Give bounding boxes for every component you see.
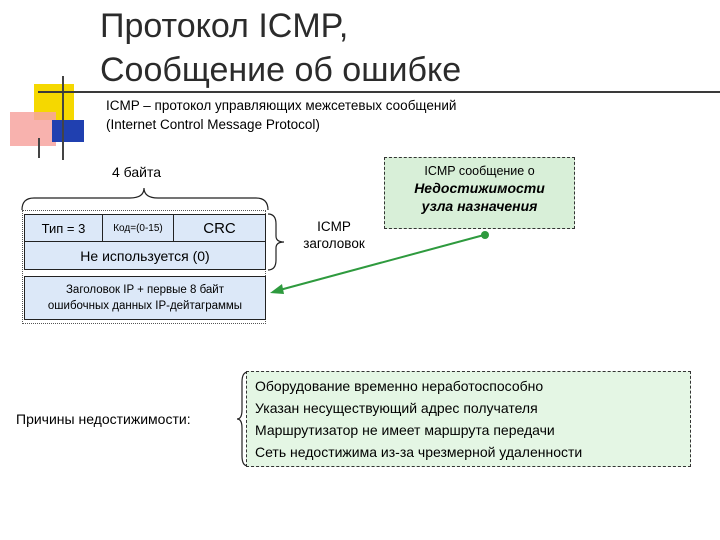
icmp-header-label-line-2: заголовок [303,236,365,251]
reason-item: Указан несуществующий адрес получателя [255,400,538,416]
crc-field-label: CRC [203,219,236,237]
icmp-header-label: ICMP заголовок [284,218,384,252]
code-field-label: Код=(0-15) [113,222,163,234]
slide-title: Протокол ICMP, Сообщение об ошибке [100,4,461,92]
icmp-header-label-line-1: ICMP [317,219,351,234]
decor-pink-square [10,112,56,146]
data-field: Заголовок IP + первые 8 байт ошибочных д… [24,276,266,320]
title-divider [38,91,720,93]
decor-corner-line [38,138,40,158]
reasons-brace [236,371,249,467]
reason-item: Сеть недостижима из-за чрезмерной удален… [255,444,583,460]
decor-vertical-line [62,76,64,160]
title-line-1: Протокол ICMP, [100,7,349,45]
type-field: Тип = 3 [24,214,103,242]
subtitle-line-1: ICMP – протокол управляющих межсетевых с… [106,98,457,113]
message-box-line-1: ICMP сообщение о [424,164,535,178]
code-field: Код=(0-15) [102,214,174,242]
subtitle-line-2: (Internet Control Message Protocol) [106,117,320,132]
unused-field-label: Не используется (0) [80,247,210,264]
unreachable-message-box: ICMP сообщение о Недостижимости узла наз… [384,157,575,229]
bytes-size-label: 4 байта [112,164,162,180]
message-box-line-3: узла назначения [421,198,538,214]
reasons-box: Оборудование временно неработоспособно У… [246,371,691,467]
message-box-line-2: Недостижимости [414,180,545,196]
reason-item: Маршрутизатор не имеет маршрута передачи [255,422,555,438]
reasons-label: Причины недостижимости: [16,411,191,427]
decor-blue-square [52,120,84,142]
bytes-brace [21,187,269,211]
header-brace [267,213,285,271]
title-line-2: Сообщение об ошибке [100,51,462,89]
reason-item: Оборудование временно неработоспособно [255,378,544,394]
data-field-line-2: ошибочных данных IP-дейтаграммы [47,300,243,312]
data-field-line-1: Заголовок IP + первые 8 байт [65,284,224,296]
type-field-label: Тип = 3 [41,220,86,236]
unused-field: Не используется (0) [24,241,266,270]
